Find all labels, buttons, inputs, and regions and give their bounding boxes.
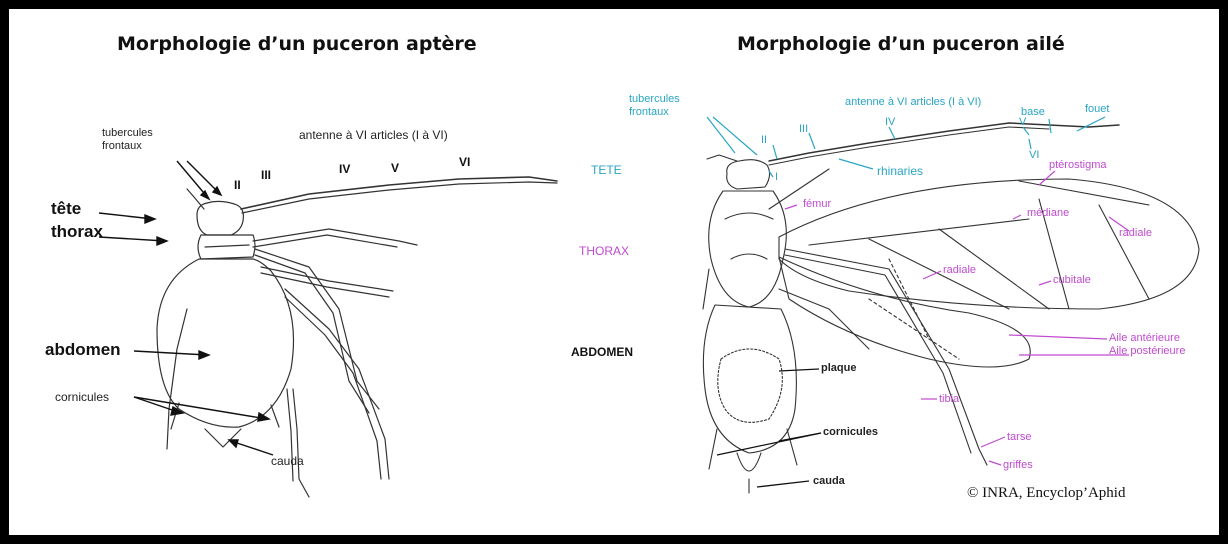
right-label-tarse: tarse (1007, 431, 1031, 444)
right-label-fouet: fouet (1085, 103, 1109, 116)
winged-aphid-drawing (9, 9, 1219, 535)
right-label-pterostigma: ptérostigma (1049, 159, 1106, 172)
right-label-tibia: tibia (939, 393, 959, 406)
right-label-cauda: cauda (813, 475, 845, 488)
figure-frame: Morphologie d’un puceron aptère (9, 9, 1219, 535)
right-label-griffes: griffes (1003, 459, 1033, 472)
right-label-i: I (775, 171, 778, 184)
right-label-cubitale: cubitale (1053, 274, 1091, 287)
right-label-cornicules: cornicules (823, 426, 878, 439)
right-label-aile-anterieure: Aile antérieure (1109, 332, 1180, 345)
right-label-radiale-mid: radiale (943, 264, 976, 277)
right-label-mediane: médiane (1027, 207, 1069, 220)
right-label-v: V (1019, 116, 1026, 129)
right-label-ii: II (761, 134, 767, 147)
right-label-aile-posterieure: Aile postérieure (1109, 345, 1185, 358)
right-label-vi: VI (1029, 149, 1039, 162)
right-label-iii: III (799, 123, 808, 136)
right-label-radiale-top: radiale (1119, 227, 1152, 240)
right-label-femur: fémur (803, 198, 831, 211)
right-label-plaque: plaque (821, 362, 856, 375)
right-label-rhinaries: rhinaries (877, 165, 923, 179)
right-label-iv: IV (885, 116, 895, 129)
right-label-antenne: antenne à VI articles (I à VI) (845, 96, 981, 109)
right-label-tubercules: tubercules frontaux (629, 93, 680, 118)
copyright-text: © INRA, Encyclop’Aphid (967, 485, 1125, 502)
